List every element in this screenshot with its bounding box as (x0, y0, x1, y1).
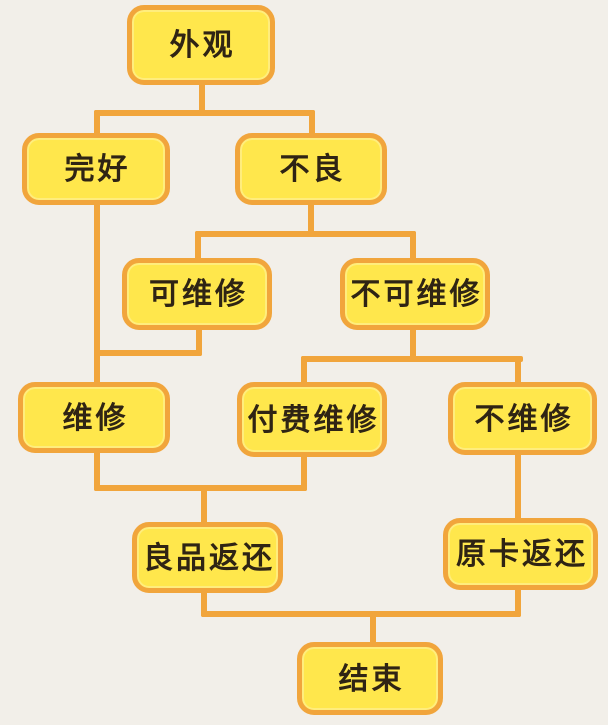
node-label-intact: 完好 (64, 153, 131, 186)
node-label-good-return: 良品返还 (143, 541, 275, 575)
flow-node-not-repairable: 不可维修 (340, 258, 490, 330)
flow-node-paid-repair: 付费维修 (237, 382, 387, 457)
connector-appearance-split (94, 110, 315, 116)
flow-node-repair: 维修 (18, 382, 170, 453)
connector-card-return-stem (515, 586, 521, 617)
connector-to-good-return (201, 485, 207, 527)
connector-intact-to-repair (94, 200, 100, 386)
connector-defective-split (195, 231, 416, 237)
flow-node-no-repair: 不维修 (448, 382, 597, 455)
connector-paid-repair-stem (301, 453, 307, 491)
flow-node-end: 结束 (297, 642, 443, 715)
node-label-paid-repair: 付费维修 (247, 403, 380, 437)
node-label-defective: 不良 (279, 153, 346, 186)
node-label-repair: 维修 (62, 401, 129, 435)
connector-to-paid-repair (301, 356, 307, 387)
flow-node-repairable: 可维修 (122, 258, 272, 330)
connector-defective-stem (308, 200, 314, 237)
connector-to-intact (94, 110, 100, 138)
connector-repair-stem (94, 449, 100, 491)
connector-good-return-stem (201, 589, 207, 617)
node-label-repairable: 可维修 (149, 278, 248, 311)
node-label-end: 结束 (338, 662, 405, 696)
flow-node-intact: 完好 (22, 133, 170, 205)
node-label-no-repair: 不维修 (474, 402, 574, 436)
connector-to-repairable (195, 231, 201, 263)
connector-repairable-stem (196, 326, 202, 356)
connector-not-repairable-stem (410, 326, 416, 362)
node-label-card-return: 原卡返还 (456, 538, 588, 571)
flow-node-good-return: 良品返还 (132, 522, 283, 593)
flow-node-defective: 不良 (235, 133, 387, 205)
flow-node-card-return: 原卡返还 (443, 518, 598, 590)
connector-no-repair-to-card-return (515, 451, 521, 523)
connector-to-no-repair (515, 356, 521, 387)
node-label-appearance: 外观 (169, 29, 236, 62)
connector-to-defective (309, 110, 315, 138)
connector-repairable-join (94, 350, 202, 356)
flow-node-appearance: 外观 (127, 5, 275, 85)
node-label-not-repairable: 不可维修 (350, 278, 483, 311)
connector-to-not-repairable (410, 231, 416, 263)
connector-not-repairable-split (301, 356, 523, 362)
connector-good-return-merge (94, 485, 307, 491)
connector-end-merge (201, 611, 521, 617)
connector-appearance-stem (199, 82, 205, 116)
connector-to-end (370, 611, 376, 647)
